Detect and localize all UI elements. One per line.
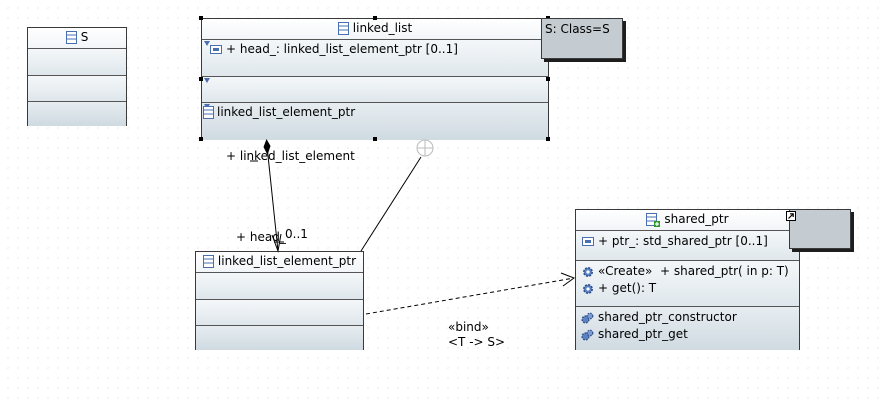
- binding-substitution-label[interactable]: <T -> S>: [448, 335, 506, 349]
- composition-diamond[interactable]: [263, 139, 271, 155]
- multiplicity-label[interactable]: 0..1: [285, 227, 308, 241]
- behavior-name: shared_ptr_get: [598, 327, 688, 341]
- class-icon: [65, 31, 77, 44]
- class-name: linked_list: [352, 21, 413, 35]
- attribute-compartment[interactable]: + head_: linked_list_element_ptr [0..1]: [202, 40, 548, 77]
- attribute-compartment[interactable]: + ptr_: std_shared_ptr [0..1]: [576, 231, 799, 261]
- selection-handle[interactable]: [546, 77, 550, 81]
- selection-handle[interactable]: [546, 137, 550, 141]
- attribute-row[interactable]: + ptr_: std_shared_ptr [0..1]: [576, 233, 799, 250]
- behavior-gears-icon: [581, 329, 594, 341]
- class-icon: [337, 22, 349, 35]
- behavior-row[interactable]: shared_ptr_get: [576, 326, 799, 343]
- class-icon: [202, 255, 214, 268]
- operation-compartment[interactable]: [196, 300, 363, 326]
- class-linked-list[interactable]: linked_list + head_: linked_list_element…: [201, 18, 549, 140]
- operation-signature: + get(): T: [598, 281, 657, 295]
- operation-compartment[interactable]: «Create» + shared_ptr( in p: T) + get():…: [576, 261, 799, 307]
- operation-gear-icon: [583, 283, 593, 294]
- nested-compartment[interactable]: [28, 102, 126, 126]
- collapse-icon[interactable]: [204, 78, 210, 83]
- collapse-icon[interactable]: [204, 41, 210, 46]
- class-linked-list-element-ptr-header[interactable]: linked_list_element_ptr: [196, 252, 363, 273]
- template-class-icon: [646, 212, 661, 227]
- selection-handle[interactable]: [373, 137, 377, 141]
- class-name: linked_list_element_ptr: [217, 254, 357, 268]
- selection-handle[interactable]: [199, 137, 203, 141]
- class-icon: [203, 106, 214, 119]
- class-name: S: [80, 30, 89, 44]
- attribute-compartment[interactable]: [196, 273, 363, 300]
- operation-compartment[interactable]: [28, 76, 126, 102]
- association-role-label[interactable]: + head_: [236, 230, 286, 244]
- navigation-arrow: [271, 233, 282, 253]
- class-s[interactable]: S: [27, 27, 127, 126]
- nested-compartment[interactable]: [196, 326, 363, 350]
- nested-class-name: linked_list_element_ptr: [217, 105, 356, 119]
- class-s-header[interactable]: S: [28, 28, 126, 49]
- template-signature-text: S: Class=S: [545, 22, 610, 36]
- composition-line[interactable]: [266, 145, 279, 252]
- behavior-gears-icon: [581, 312, 594, 324]
- class-shared-ptr-header[interactable]: shared_ptr: [576, 210, 799, 231]
- attribute-row[interactable]: + head_: linked_list_element_ptr [0..1]: [202, 41, 548, 58]
- binding-arrowhead: [560, 272, 576, 287]
- selection-handle[interactable]: [373, 16, 377, 20]
- containment-line[interactable]: [360, 156, 422, 252]
- property-icon: [582, 237, 594, 246]
- operation-gear-icon: [583, 266, 593, 277]
- operation-row[interactable]: «Create» + shared_ptr( in p: T): [576, 263, 799, 280]
- selection-handle[interactable]: [199, 16, 203, 20]
- template-signature[interactable]: S: Class=S: [541, 18, 623, 59]
- attribute-compartment[interactable]: [28, 49, 126, 76]
- class-linked-list-element-ptr[interactable]: linked_list_element_ptr: [195, 251, 364, 350]
- behavior-name: shared_ptr_constructor: [598, 310, 737, 324]
- property-icon: [210, 45, 222, 54]
- shortcut-icon: [786, 211, 796, 221]
- class-name: shared_ptr: [664, 212, 729, 226]
- containment-icon: [416, 139, 434, 157]
- template-parameter-box[interactable]: [789, 209, 851, 249]
- binding-stereotype-label[interactable]: «bind»: [448, 320, 489, 334]
- operation-row[interactable]: + get(): T: [576, 280, 799, 297]
- nested-compartment[interactable]: linked_list_element_ptr: [202, 103, 548, 140]
- operation-compartment[interactable]: [202, 77, 548, 103]
- operation-signature: + shared_ptr( in p: T): [660, 264, 789, 278]
- behavior-row[interactable]: shared_ptr_constructor: [576, 309, 799, 326]
- binding-line[interactable]: [365, 277, 575, 315]
- association-role-label[interactable]: + linked_list_element: [226, 149, 355, 163]
- behavior-compartment[interactable]: shared_ptr_constructor shared_ptr_get: [576, 307, 799, 350]
- nested-class-row[interactable]: linked_list_element_ptr: [202, 104, 548, 121]
- attribute-text: + head_: linked_list_element_ptr [0..1]: [226, 42, 458, 56]
- operation-stereotype: «Create»: [598, 264, 653, 278]
- selection-handle[interactable]: [199, 77, 203, 81]
- class-shared-ptr[interactable]: shared_ptr + ptr_: std_shared_ptr [0..1]…: [575, 209, 800, 350]
- attribute-text: + ptr_: std_shared_ptr [0..1]: [598, 234, 768, 248]
- class-linked-list-header[interactable]: linked_list: [202, 19, 548, 40]
